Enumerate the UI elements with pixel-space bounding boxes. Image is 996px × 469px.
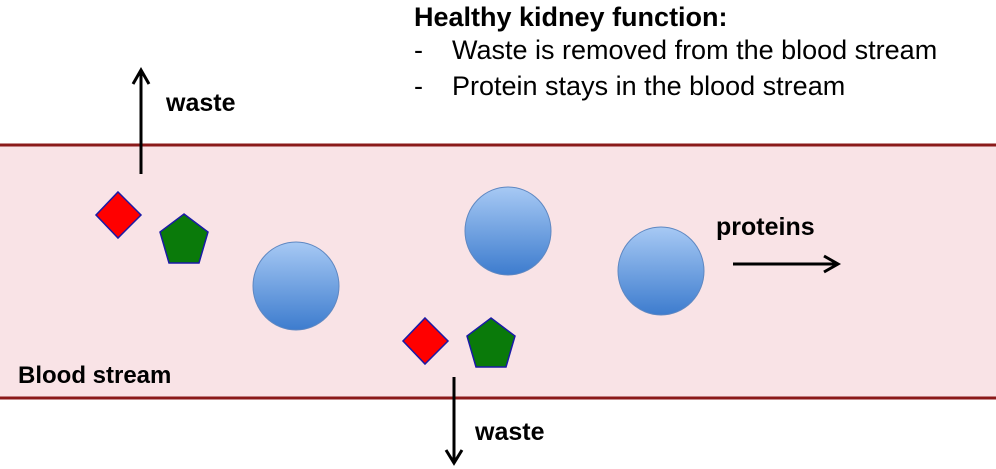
- waste-label-bottom: waste: [475, 418, 545, 446]
- waste-diamond-icon: [94, 190, 143, 240]
- diagram-heading: Healthy kidney function:: [414, 2, 728, 32]
- blood-stream-label: Blood stream: [18, 362, 172, 389]
- waste-down-arrow-icon: [444, 377, 464, 466]
- waste-diamond-icon: [401, 316, 450, 366]
- waste-label-top: waste: [166, 89, 236, 117]
- bullet-dash: -: [414, 71, 423, 101]
- proteins-label: proteins: [716, 213, 815, 241]
- bullet-dash: -: [414, 35, 423, 65]
- waste-pentagon-icon: [466, 317, 516, 368]
- protein-circle-icon: [464, 186, 552, 276]
- protein-circle-icon: [252, 241, 340, 331]
- waste-pentagon-icon: [159, 213, 209, 264]
- proteins-right-arrow-icon: [733, 254, 842, 274]
- bullet-item: -Protein stays in the blood stream: [414, 73, 845, 100]
- bullet-text: Protein stays in the blood stream: [452, 71, 846, 101]
- protein-circle-icon: [617, 226, 705, 316]
- waste-up-arrow-icon: [131, 66, 151, 174]
- bullet-item: -Waste is removed from the blood stream: [414, 37, 937, 64]
- bullet-text: Waste is removed from the blood stream: [452, 35, 938, 65]
